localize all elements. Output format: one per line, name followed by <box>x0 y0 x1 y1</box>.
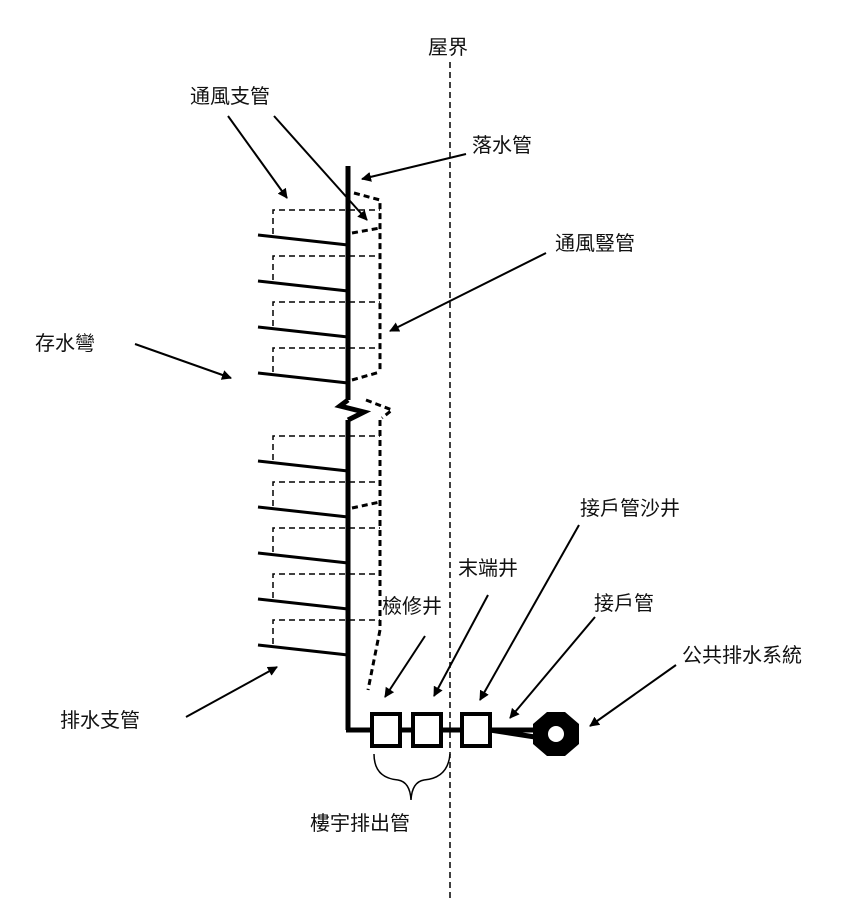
fixture-branch <box>257 573 380 611</box>
drain-branch-line <box>257 279 349 293</box>
building-drain-brace <box>373 753 451 801</box>
label-inspection-chamber: 檢修井 <box>382 594 442 618</box>
fixture-branch <box>257 619 380 657</box>
drain-branch-line <box>257 325 349 339</box>
vent-branch-line <box>272 435 380 460</box>
vent-branch-line <box>272 301 380 326</box>
drain-branch-line <box>257 505 349 519</box>
building-drain <box>370 712 579 801</box>
fixture-branch <box>257 255 380 293</box>
vent-branch-line <box>272 347 380 372</box>
drain-branch-line <box>257 551 349 565</box>
label-downpipe: 落水管 <box>472 133 532 157</box>
vent-branch-line <box>272 481 380 506</box>
label-vent-branch-pipe: 通風支管 <box>190 84 270 108</box>
fixture-branch <box>257 209 380 247</box>
label-connection-sand-trap: 接戶管沙井 <box>580 496 680 520</box>
vent-branch-line <box>272 255 380 280</box>
downpipe-stack <box>334 166 372 733</box>
label-building-drain: 樓宇排出管 <box>310 811 410 835</box>
label-terminal-manhole: 末端井 <box>458 556 518 580</box>
fixture-branch <box>257 481 380 519</box>
label-trap: 存水彎 <box>35 331 95 355</box>
fixture-branch <box>257 301 380 339</box>
terminal-manhole-box <box>411 712 443 748</box>
label-public-sewer: 公共排水系統 <box>682 643 802 667</box>
label-vent-stack: 通風豎管 <box>555 231 635 255</box>
label-connection-pipe: 接戶管 <box>594 591 654 615</box>
sand-trap-box <box>460 712 492 748</box>
fixture-branch <box>257 435 380 473</box>
vent-branch-line <box>272 619 380 644</box>
vent-branch-line <box>272 209 380 234</box>
drain-branch-line <box>257 597 349 611</box>
drain-branch-line <box>257 233 349 247</box>
drain-branch-line <box>257 459 349 473</box>
vent-branch-line <box>272 573 380 598</box>
vent-branch-line <box>272 527 380 552</box>
fixture-branch <box>257 347 380 385</box>
label-drain-branch-pipe: 排水支管 <box>60 708 140 732</box>
drain-branch-line <box>257 643 349 657</box>
inspection-chamber-box <box>370 712 402 748</box>
label-property-boundary: 屋界 <box>428 35 468 59</box>
vent-stack <box>351 191 395 691</box>
leader-arrows <box>134 115 677 727</box>
fixture-branch <box>257 527 380 565</box>
drain-branch-line <box>257 371 349 385</box>
